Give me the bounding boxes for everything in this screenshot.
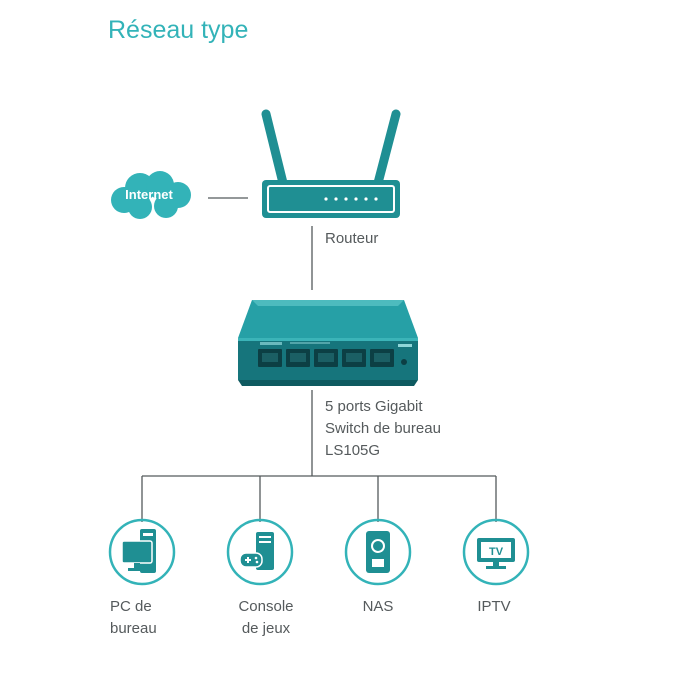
device-label-line: NAS <box>362 598 394 615</box>
internet-label: Internet <box>125 187 173 202</box>
device-label-line: PC de <box>110 598 152 615</box>
device-label-line: Console <box>238 598 294 615</box>
device-label-line: bureau <box>110 620 157 637</box>
device-label-line: de jeux <box>241 620 291 637</box>
tv-icon: TV <box>462 518 530 586</box>
device-label-nas: NAS <box>318 596 438 618</box>
desktop-pc-icon <box>108 518 176 586</box>
device-label-console: Console de jeux <box>206 596 326 640</box>
switch-label-line: LS105G <box>325 442 381 459</box>
switch-label-line: 5 ports Gigabit <box>325 398 423 415</box>
router-icon <box>261 109 401 218</box>
page-title: Réseau type <box>108 16 249 44</box>
svg-text:TV: TV <box>489 546 504 558</box>
switch-label: 5 ports Gigabit Switch de bureau LS105G <box>325 396 441 462</box>
device-label-pc: PC de bureau <box>76 596 196 640</box>
switch-image <box>238 300 418 386</box>
router-label: Routeur <box>325 230 379 247</box>
internet-cloud-icon <box>111 171 191 219</box>
game-console-icon <box>226 518 294 586</box>
switch-label-line: Switch de bureau <box>325 420 441 437</box>
nas-icon <box>344 518 412 586</box>
device-label-line: IPTV <box>477 598 511 615</box>
device-label-tv: IPTV <box>434 596 554 618</box>
